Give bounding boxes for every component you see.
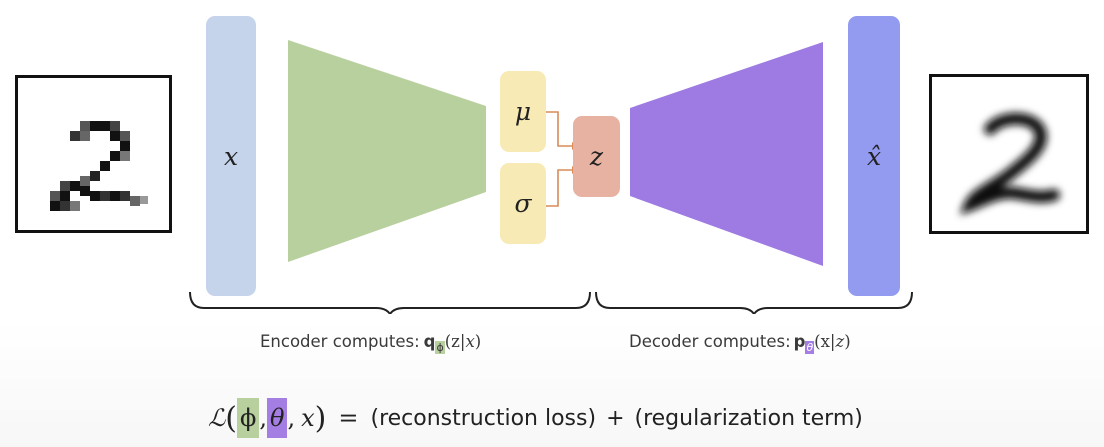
encoder-q-symbol: q: [423, 332, 436, 351]
formula-phi: ϕ: [237, 398, 260, 438]
decoder-args: (x|: [814, 332, 836, 351]
output-image: [929, 74, 1089, 234]
encoder-x: x: [465, 332, 475, 351]
formula-reconstruction-term: (reconstruction loss): [370, 405, 597, 431]
sigma-box: σ: [500, 163, 546, 244]
input-vector-bar: x: [206, 16, 256, 296]
input-image: [15, 75, 172, 233]
encoder-args: (z|: [444, 332, 466, 351]
encoder-network: [288, 40, 486, 262]
decoder-brace: [595, 291, 913, 314]
decoder-z: z: [835, 332, 845, 351]
mu-box: μ: [500, 71, 546, 152]
decoder-p-symbol: p: [793, 332, 806, 351]
latent-label: z: [589, 142, 604, 171]
latent-z-box: z: [573, 116, 620, 197]
formula-comma2: ,: [287, 404, 296, 432]
sigma-label: σ: [514, 189, 532, 218]
loss-formula: ℒ ( ϕ , θ , x ) = (reconstruction loss) …: [208, 396, 863, 440]
encoder-phi-subscript: ϕ: [435, 341, 445, 354]
output-vector-bar: x̂: [848, 16, 900, 296]
decoder-network: [630, 42, 823, 266]
encoder-close: ): [474, 332, 482, 351]
formula-regularization-term: (regularization term): [634, 405, 863, 431]
encoder-caption-text: Encoder computes:: [260, 332, 420, 351]
formula-x: x: [301, 404, 315, 432]
decoder-theta-subscript: θ: [805, 341, 815, 354]
loss-symbol: ℒ: [208, 404, 226, 432]
mu-label: μ: [514, 97, 532, 126]
formula-close: ): [314, 400, 327, 436]
decoder-close: ): [844, 332, 851, 351]
formula-comma1: ,: [259, 404, 268, 432]
formula-plus: +: [606, 405, 625, 431]
blurred-digit-2-icon: [959, 112, 1060, 215]
formula-equals: =: [338, 404, 359, 432]
encoder-caption: Encoder computes: q ϕ (z| x ): [260, 332, 482, 354]
handwritten-digit-2-icon: [50, 121, 148, 211]
formula-open: (: [225, 400, 238, 436]
formula-theta: θ: [267, 398, 288, 438]
decoder-caption: Decoder computes: p θ (x| z ): [629, 332, 851, 354]
input-variable-label: x: [223, 141, 239, 171]
encoder-brace: [189, 291, 591, 314]
output-variable-label: x̂: [866, 141, 882, 171]
decoder-caption-text: Decoder computes:: [629, 332, 791, 351]
